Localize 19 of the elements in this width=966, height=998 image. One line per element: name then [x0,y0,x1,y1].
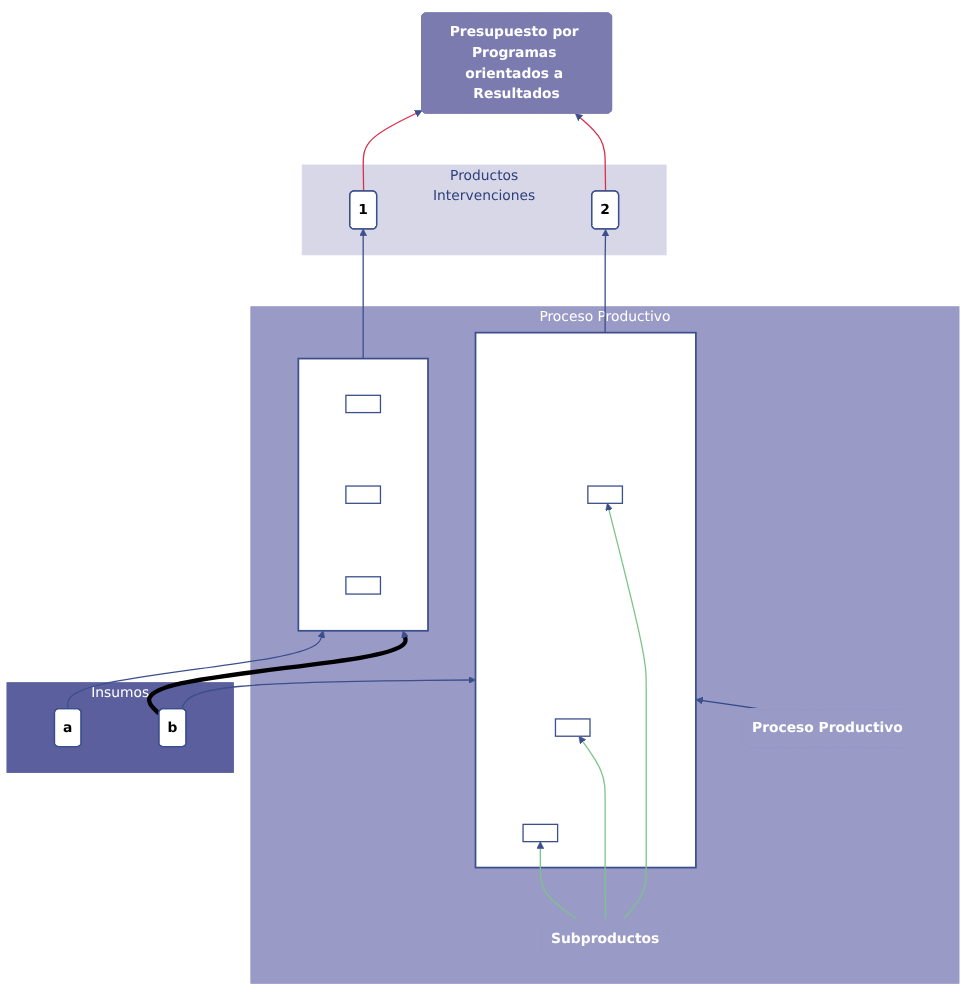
cluster [474,332,697,870]
arrow [605,503,647,922]
arrow [601,229,610,335]
node-box [345,576,382,596]
node-box [345,395,382,415]
arrow [536,842,579,922]
cluster [297,358,429,633]
node-box [522,824,559,844]
arrow [359,229,367,361]
arrow [147,631,409,716]
arrow [362,110,423,193]
arrow [181,677,476,711]
node-box [587,486,624,505]
arrow [575,114,607,193]
arrow [578,736,607,922]
arrow [695,697,759,711]
arrow [67,631,325,711]
node-box [554,719,591,738]
node-box [345,486,382,505]
